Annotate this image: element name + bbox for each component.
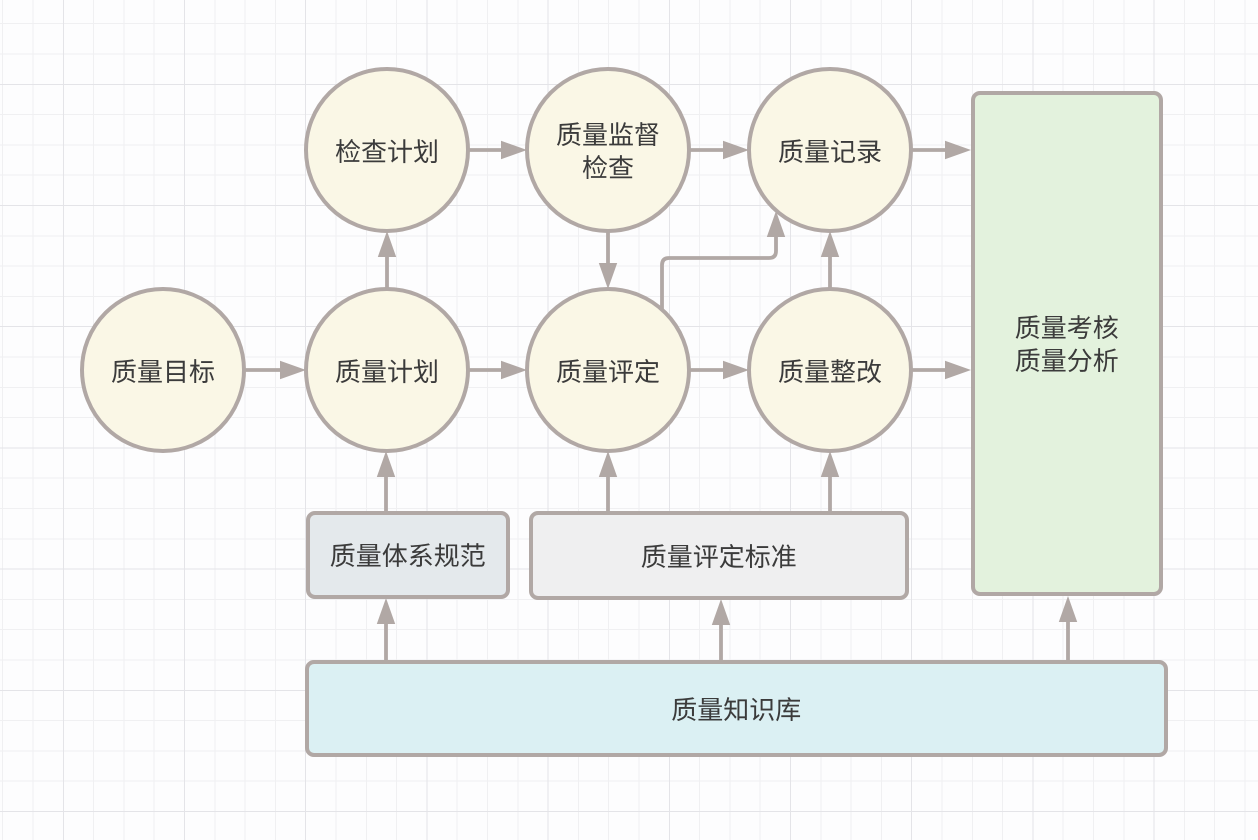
arrowhead-icon — [820, 231, 840, 257]
edge-specification-to-plan — [376, 451, 396, 511]
edge-records-to-evaluation — [911, 140, 971, 160]
node-quality-evaluation-analysis: 质量考核 质量分析 — [971, 91, 1163, 596]
arrowhead-icon — [280, 360, 306, 380]
edge-standard-to-assessment — [598, 451, 618, 511]
node-label: 质量记录 — [777, 131, 882, 169]
node-quality-system-specification: 质量体系规范 — [306, 511, 510, 599]
arrowhead-icon — [723, 140, 749, 160]
node-label: 质量体系规范 — [329, 536, 486, 574]
node-label: 质量监督 检查 — [555, 115, 660, 185]
edge-rectification-to-evaluation — [911, 360, 971, 380]
edge-plan-to-inspection-plan — [377, 231, 397, 289]
arrowhead-icon — [1058, 596, 1078, 622]
arrowhead-icon — [376, 451, 396, 477]
arrowhead-icon — [766, 211, 786, 237]
node-quality-supervision-inspection: 质量监督 检查 — [525, 67, 691, 233]
edge-plan-to-assessment — [468, 360, 527, 380]
edge-inspection-plan-to-supervision — [468, 140, 527, 160]
arrowhead-icon — [598, 263, 618, 289]
edge-knowledge-to-evaluation — [1058, 596, 1078, 660]
arrowhead-icon — [711, 599, 731, 625]
node-label: 质量计划 — [334, 351, 439, 389]
node-label: 质量评定标准 — [640, 536, 797, 574]
node-inspection-plan: 检查计划 — [304, 67, 470, 233]
node-label: 检查计划 — [334, 131, 439, 169]
node-quality-records: 质量记录 — [747, 67, 913, 233]
edge-supervision-to-records — [689, 140, 749, 160]
arrowhead-icon — [377, 231, 397, 257]
edge-assessment-to-rectification — [689, 360, 749, 380]
node-quality-knowledge-base: 质量知识库 — [305, 660, 1168, 757]
edge-goal-to-plan — [244, 360, 306, 380]
edge-assessment-to-records — [660, 211, 786, 309]
node-label: 质量评定 — [555, 351, 660, 389]
edge-supervision-to-assessment — [598, 231, 618, 289]
node-quality-goal: 质量目标 — [80, 287, 246, 453]
arrowhead-icon — [723, 360, 749, 380]
arrowhead-icon — [945, 140, 971, 160]
node-quality-assessment: 质量评定 — [525, 287, 691, 453]
arrowhead-icon — [598, 451, 618, 477]
arrowhead-icon — [820, 451, 840, 477]
node-quality-rectification: 质量整改 — [747, 287, 913, 453]
node-quality-assessment-standard: 质量评定标准 — [529, 511, 909, 600]
node-label: 质量目标 — [110, 351, 215, 389]
arrowhead-icon — [376, 598, 396, 624]
edge-knowledge-to-standard — [711, 599, 731, 660]
edge-knowledge-to-specification — [376, 598, 396, 660]
edge-standard-to-rectification — [820, 451, 840, 511]
node-label: 质量整改 — [777, 351, 882, 389]
arrowhead-icon — [501, 360, 527, 380]
edge-rectification-to-records — [820, 231, 840, 289]
arrowhead-icon — [945, 360, 971, 380]
node-label: 质量考核 质量分析 — [1014, 308, 1119, 379]
node-quality-plan: 质量计划 — [304, 287, 470, 453]
node-label: 质量知识库 — [671, 689, 802, 727]
arrowhead-icon — [501, 140, 527, 160]
